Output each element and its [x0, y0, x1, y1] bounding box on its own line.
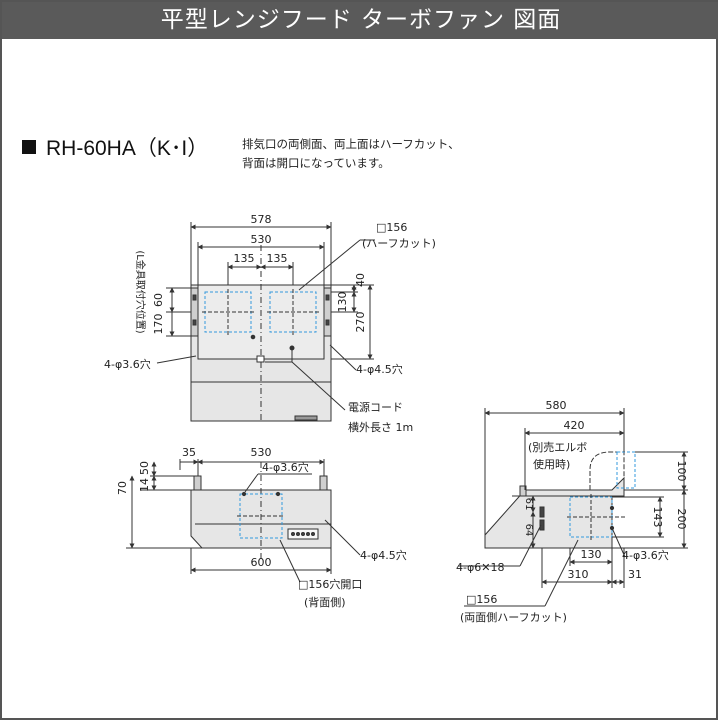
model-note: 排気口の両側面、両上面はハーフカット、 背面は開口になっています。	[242, 135, 460, 173]
model-bullet	[22, 140, 36, 154]
side-labels: 580 420 (別売エルボ 使用時) 100 200 143 61 64 4-…	[456, 399, 688, 624]
hole-45-bottom: 4-φ4.5穴	[360, 548, 407, 562]
bottom-view	[126, 459, 361, 583]
dim-143: 143	[651, 507, 664, 528]
dim-50: 50	[138, 461, 151, 475]
half-cut-size: □156	[376, 221, 407, 234]
dim-130-side: 130	[581, 548, 602, 561]
back-side-label: (背面側)	[304, 595, 346, 609]
dim-100: 100	[675, 461, 688, 482]
front-view	[156, 222, 375, 422]
dim-420: 420	[564, 419, 585, 432]
hole-36-bottom: 4-φ3.6穴	[262, 460, 309, 474]
half-cut-label: (ハーフカット)	[362, 237, 436, 250]
dim-130: 130	[336, 292, 349, 313]
dim-170: 170	[152, 314, 165, 335]
page-title: 平型レンジフード ターボファン 図面	[2, 2, 718, 39]
elbow-label-2: 使用時)	[533, 458, 570, 471]
dim-310: 310	[568, 568, 589, 581]
dim-60: 60	[152, 293, 165, 307]
dim-14: 14	[138, 478, 151, 492]
dim-135-left: 135	[234, 252, 255, 265]
front-screw-hole	[250, 334, 256, 340]
hole-36-side: 4-φ3.6穴	[622, 548, 669, 562]
hole-6x18: 4-φ6✕18	[456, 561, 504, 574]
side-half-cut-label: (両面側ハーフカット)	[460, 611, 567, 624]
open-hole-label: □156穴開口	[298, 577, 362, 591]
dim-270: 270	[354, 312, 367, 333]
bracket-hole-position-label: (L金具取付穴位置)	[134, 250, 147, 333]
hole-45-front: 4-φ4.5穴	[356, 362, 403, 376]
model-note-line1: 排気口の両側面、両上面はハーフカット、	[242, 137, 460, 151]
dim-530-bottom: 530	[251, 446, 272, 459]
dim-600: 600	[251, 556, 272, 569]
elbow-outlet	[616, 451, 636, 489]
dim-40: 40	[354, 273, 367, 287]
side-half-cut-size: □156	[466, 593, 497, 606]
power-cord-length: 横外長さ 1m	[348, 420, 413, 434]
elbow-label-1: (別売エルボ	[528, 441, 587, 454]
hole-36-front: 4-φ3.6穴	[104, 357, 151, 371]
front-labels: 578 530 135 135 60 170 (L金具取付穴位置) 40 130…	[104, 213, 436, 434]
dim-578: 578	[251, 213, 272, 226]
dim-35: 35	[182, 446, 196, 459]
dim-200: 200	[675, 509, 688, 530]
model-name: RH-60HA（K･I）	[46, 137, 209, 160]
elbow-outline	[589, 451, 625, 490]
dim-64: 64	[523, 524, 534, 537]
side-view	[458, 408, 688, 607]
bottom-labels: 35 530 50 14 70 4-φ3.6穴 4-φ4.5穴 600 □156…	[116, 446, 407, 609]
dim-61: 61	[523, 498, 534, 511]
dim-580: 580	[546, 399, 567, 412]
dim-530: 530	[251, 233, 272, 246]
dim-31: 31	[628, 568, 642, 581]
dim-70: 70	[116, 481, 129, 495]
power-cord-label: 電源コード	[348, 400, 403, 414]
model-note-line2: 背面は開口になっています。	[242, 156, 390, 170]
dim-135-right: 135	[267, 252, 288, 265]
